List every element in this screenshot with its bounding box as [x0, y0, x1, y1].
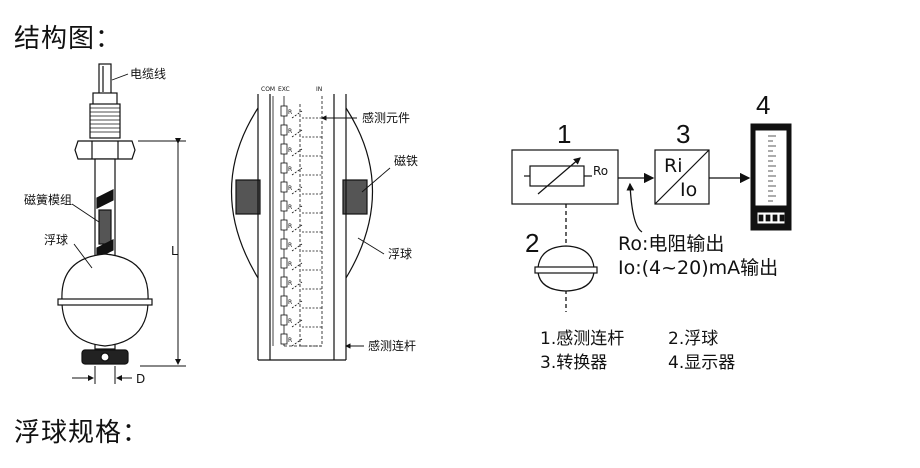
- resistor: [280, 295, 288, 307]
- reed-module-label: 磁簧模组: [24, 192, 72, 207]
- resistor: [280, 105, 288, 117]
- float-spec-heading: 浮球规格：: [14, 418, 150, 448]
- display-button: [779, 214, 785, 222]
- resistor-mark: R: [288, 318, 292, 325]
- resistor-mark: R: [288, 204, 292, 211]
- cable-label: 电缆线: [130, 67, 166, 81]
- reed-switch: [291, 281, 322, 290]
- resistor-mark: R: [288, 185, 292, 192]
- structure-heading: 结构图：: [14, 24, 123, 54]
- resistor-ladder: R R R R R R R R R R R R R: [280, 105, 322, 347]
- reed-switch: [291, 319, 322, 328]
- reed-switch: [291, 129, 322, 138]
- cross-section-drawing: [230, 94, 374, 361]
- legend-item-3: 3.转换器: [540, 353, 607, 373]
- reed-switch: [291, 224, 322, 233]
- float-label: 浮球: [44, 233, 68, 247]
- reed-switch: [291, 243, 322, 252]
- ro-box-label: Ro: [593, 164, 608, 178]
- float-switch-drawing: [57, 63, 153, 365]
- resistor: [280, 219, 288, 231]
- reed-switch: [291, 110, 322, 119]
- resistor: [280, 238, 288, 250]
- resistor: [280, 124, 288, 136]
- float-label-mid: 浮球: [388, 247, 412, 261]
- reed-switch: [291, 205, 322, 214]
- resistor-mark: R: [288, 147, 292, 154]
- note-ro: Ro:电阻输出: [618, 233, 724, 255]
- block-number-3: 3: [676, 119, 690, 149]
- display-button: [772, 214, 778, 222]
- diameter-mark: D: [136, 372, 145, 386]
- resistor-mark: R: [288, 261, 292, 268]
- reed-switch: [291, 186, 322, 195]
- legend-item-2: 2.浮球: [668, 329, 718, 349]
- resistor-mark: R: [288, 109, 292, 116]
- resistor-mark: R: [288, 242, 292, 249]
- reed-switch: [291, 338, 322, 347]
- converter-block: [654, 149, 710, 205]
- resistor-mark: R: [288, 280, 292, 287]
- legend-item-4: 4.显示器: [668, 353, 735, 373]
- resistor: [280, 276, 288, 288]
- note-io: Io:(4~20)mA输出: [618, 257, 778, 279]
- length-mark: L: [171, 244, 178, 258]
- terminal-in: IN: [316, 86, 322, 93]
- resistor-mark: R: [288, 128, 292, 135]
- reed-switch: [291, 300, 322, 309]
- resistor-mark: R: [288, 223, 292, 230]
- terminal-com: COM: [261, 86, 275, 93]
- sensing-rod-label: 感测连杆: [368, 338, 416, 353]
- io-label: Io: [680, 179, 697, 201]
- block-number-2: 2: [525, 228, 539, 258]
- magnet-label: 磁铁: [394, 153, 418, 168]
- resistor: [280, 314, 288, 326]
- resistor: [280, 333, 288, 345]
- resistor-mark: R: [288, 166, 292, 173]
- terminal-exc: EXC: [278, 86, 290, 93]
- display-block: [750, 123, 792, 231]
- reed-switch: [291, 148, 322, 157]
- sensing-element-label: 感测元件: [362, 110, 410, 125]
- float-symbol: [534, 245, 598, 292]
- resistor: [280, 257, 288, 269]
- resistor: [280, 200, 288, 212]
- display-button: [765, 214, 771, 222]
- resistor: [280, 162, 288, 174]
- display-button: [758, 214, 764, 222]
- block-number-1: 1: [557, 119, 571, 149]
- reed-switch: [291, 167, 322, 176]
- resistor: [280, 143, 288, 155]
- block-number-4: 4: [756, 90, 770, 120]
- ri-label: Ri: [664, 155, 682, 177]
- resistor: [280, 181, 288, 193]
- sensor-block: [511, 149, 619, 205]
- resistor-mark: R: [288, 299, 292, 306]
- legend-item-1: 1.感测连杆: [540, 329, 624, 349]
- reed-switch: [291, 262, 322, 271]
- resistor-mark: R: [288, 337, 292, 344]
